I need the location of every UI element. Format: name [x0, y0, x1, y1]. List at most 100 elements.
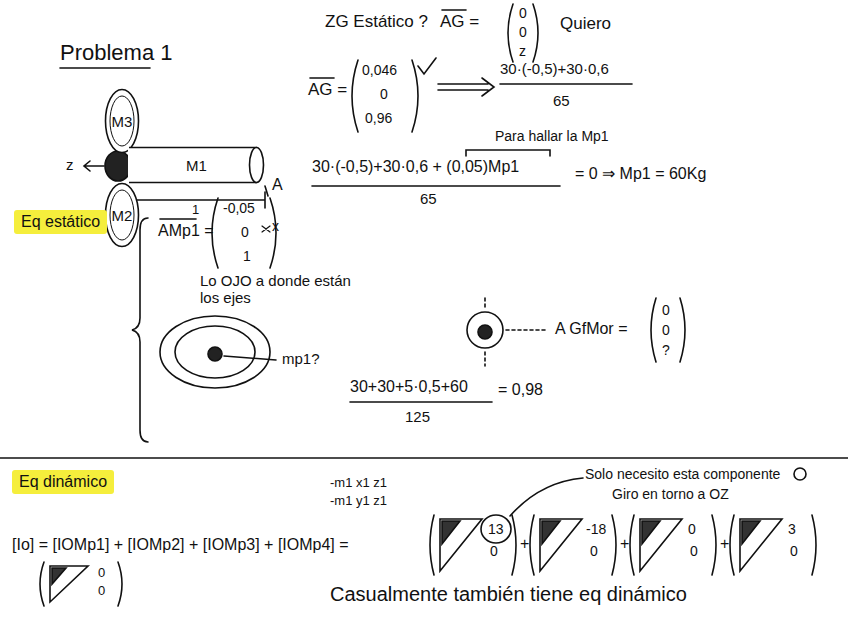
operator: + — [720, 535, 729, 553]
vector-label: AG = — [308, 80, 347, 100]
axis-label: z — [66, 156, 74, 173]
highlight-label: Eq dinámico — [12, 470, 114, 494]
node-text: M3 — [112, 113, 133, 130]
vector-label: A GfMor = — [555, 320, 627, 338]
note: Giro en torno a OZ — [612, 486, 729, 502]
matrix-entry: 3 — [788, 521, 796, 537]
vector-entry: -0,05 — [223, 200, 255, 216]
operator: + — [520, 535, 529, 553]
mass-ellipse: M2 — [104, 182, 140, 248]
underline — [60, 67, 150, 69]
brace — [132, 218, 148, 442]
vector-entry: 0,96 — [365, 110, 392, 126]
ellipse-outline — [106, 90, 139, 153]
divider — [0, 457, 848, 459]
vector-parens — [352, 60, 418, 132]
note: Para hallar la Mp1 — [495, 128, 609, 144]
matrix-entry: 0 — [590, 543, 598, 559]
matrix-entry: 0 — [490, 543, 498, 559]
axis-label: x — [272, 218, 279, 234]
vector-entry: 0 — [519, 5, 527, 21]
note: Solo necesito esta componente — [585, 466, 780, 482]
vector-entry: 0 — [662, 322, 670, 338]
vector-label: AG = — [440, 12, 479, 32]
node-text: M3 — [112, 113, 133, 130]
matrix-entry: 0 — [690, 543, 698, 559]
note: Lo OJO a donde están los ejes — [200, 272, 365, 307]
outer-circle — [160, 316, 270, 388]
ellipse-inner — [110, 190, 134, 240]
check-mark — [418, 58, 436, 74]
ellipse-outline — [106, 184, 139, 247]
fraction-bar — [500, 83, 632, 85]
vector-entry: 0,046 — [362, 62, 397, 78]
result: = 0 ⇒ Mp1 = 60Kg — [575, 165, 706, 183]
hub — [105, 151, 131, 181]
vector-parens — [651, 298, 685, 362]
mass-label: mp1? — [282, 350, 320, 367]
cylinder-side — [129, 148, 257, 183]
conclusion: Casualmente también tiene eq dinámico — [330, 583, 687, 606]
vector-bar — [310, 77, 334, 79]
matrix — [40, 515, 816, 606]
fraction-denominator: 125 — [405, 408, 430, 425]
equation: [Io] = [IOMp1] + [IOMp2] + [IOMp3] + [IO… — [12, 536, 349, 554]
vector-entry: 0 — [241, 224, 249, 240]
mass-dot — [208, 347, 222, 361]
operator: + — [620, 535, 629, 553]
matrix-entry: 13 — [488, 521, 504, 537]
circle-symbol — [794, 468, 806, 480]
matrix-entry: 0 — [98, 584, 105, 599]
matrix-entry: 0 — [98, 566, 105, 581]
node-text: Eq estático — [21, 213, 100, 231]
mass-cylinder: M1 — [128, 146, 265, 184]
mass-dot — [478, 325, 492, 339]
vector-bar — [160, 218, 196, 220]
mass-ellipse: M3 — [104, 88, 140, 154]
fraction-numerator: 30·(-0,5)+30·0,6 — [500, 60, 609, 77]
vector-entry: 0 — [380, 86, 388, 102]
section-circle — [467, 312, 503, 348]
node-text: M1 — [186, 157, 207, 174]
node-text: M2 — [112, 207, 133, 224]
vector-entry: z — [519, 43, 526, 59]
fraction-numerator: 30+30+5·0,5+60 — [350, 378, 468, 396]
leader-line — [224, 356, 276, 360]
axis-arrow — [84, 161, 104, 171]
inner-circle — [175, 326, 255, 378]
node-text: M2 — [112, 207, 133, 224]
vector-entry: ? — [662, 342, 670, 358]
matrix-entry: 0 — [688, 521, 696, 537]
vector-entry: 1 — [243, 248, 251, 264]
cylinder-body — [128, 148, 257, 183]
note: Quiero — [560, 14, 611, 34]
heading: Problema 1 — [60, 40, 173, 65]
heading-note: ZG Estático ? — [325, 12, 428, 32]
leader-line — [510, 478, 583, 516]
vector-parens — [508, 4, 538, 62]
implies-arrow — [438, 78, 494, 96]
fraction-numerator: 30·(-0,5)+30·0,6 + (0,05)Mp1 — [312, 158, 519, 176]
axis-dashed — [485, 298, 548, 366]
vector-label: AMp1 = — [158, 222, 214, 240]
vector-bar — [442, 9, 466, 11]
axis-mark — [262, 226, 270, 232]
matrix-entry: -18 — [586, 521, 606, 537]
node-text: M1 — [186, 157, 207, 174]
circle-highlight — [481, 515, 511, 543]
result: = 0,98 — [498, 381, 543, 399]
dimension: 1 — [192, 203, 199, 218]
point-label: A — [272, 176, 283, 194]
product-term: -m1 y1 z1 — [330, 494, 387, 509]
fraction-denominator: 65 — [420, 190, 437, 207]
fraction-bar — [312, 185, 560, 187]
node-text: Eq dinámico — [19, 473, 107, 491]
vector-parens — [212, 198, 276, 268]
product-term: -m1 x1 z1 — [330, 476, 387, 491]
node-text: Eq dinámico — [19, 473, 107, 491]
highlight-label: Eq estático — [14, 210, 107, 234]
bracket — [466, 150, 550, 156]
ellipse-inner — [110, 96, 134, 146]
matrix-entry: 0 — [790, 543, 798, 559]
